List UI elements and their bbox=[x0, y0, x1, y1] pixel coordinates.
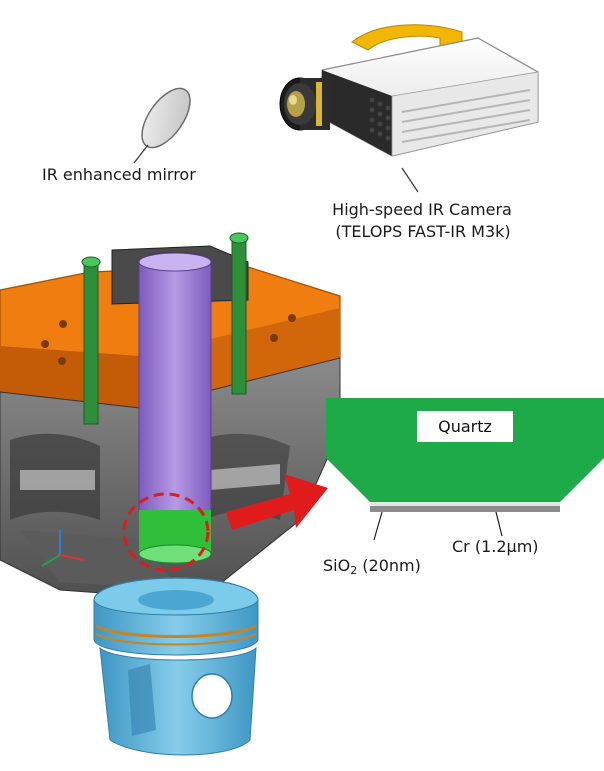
cr-layer bbox=[370, 506, 560, 512]
red-arrow-icon bbox=[226, 474, 328, 530]
camera-label-line2: (TELOPS FAST-IR M3k) bbox=[335, 222, 511, 241]
mirror-disc-icon bbox=[133, 87, 191, 164]
mirror-label: IR enhanced mirror bbox=[42, 165, 196, 184]
ir-camera-icon bbox=[279, 24, 539, 193]
sio2-layer bbox=[370, 502, 560, 506]
sio2-subscript: 2 bbox=[350, 564, 358, 577]
quartz-label: Quartz bbox=[417, 411, 513, 442]
quartz-window-section bbox=[326, 398, 604, 541]
measurement-area-highlight bbox=[122, 492, 210, 572]
head-bolts bbox=[81, 232, 249, 425]
camera-label-line1: High-speed IR Camera bbox=[332, 200, 512, 219]
cr-label: Cr (1.2μm) bbox=[452, 537, 539, 556]
sio2-suffix: (20nm) bbox=[357, 556, 421, 575]
sio2-prefix: SiO bbox=[323, 556, 351, 575]
piston bbox=[93, 577, 259, 756]
sio2-label: SiO2 (20nm) bbox=[323, 556, 421, 581]
optical-sleeve bbox=[138, 252, 212, 564]
